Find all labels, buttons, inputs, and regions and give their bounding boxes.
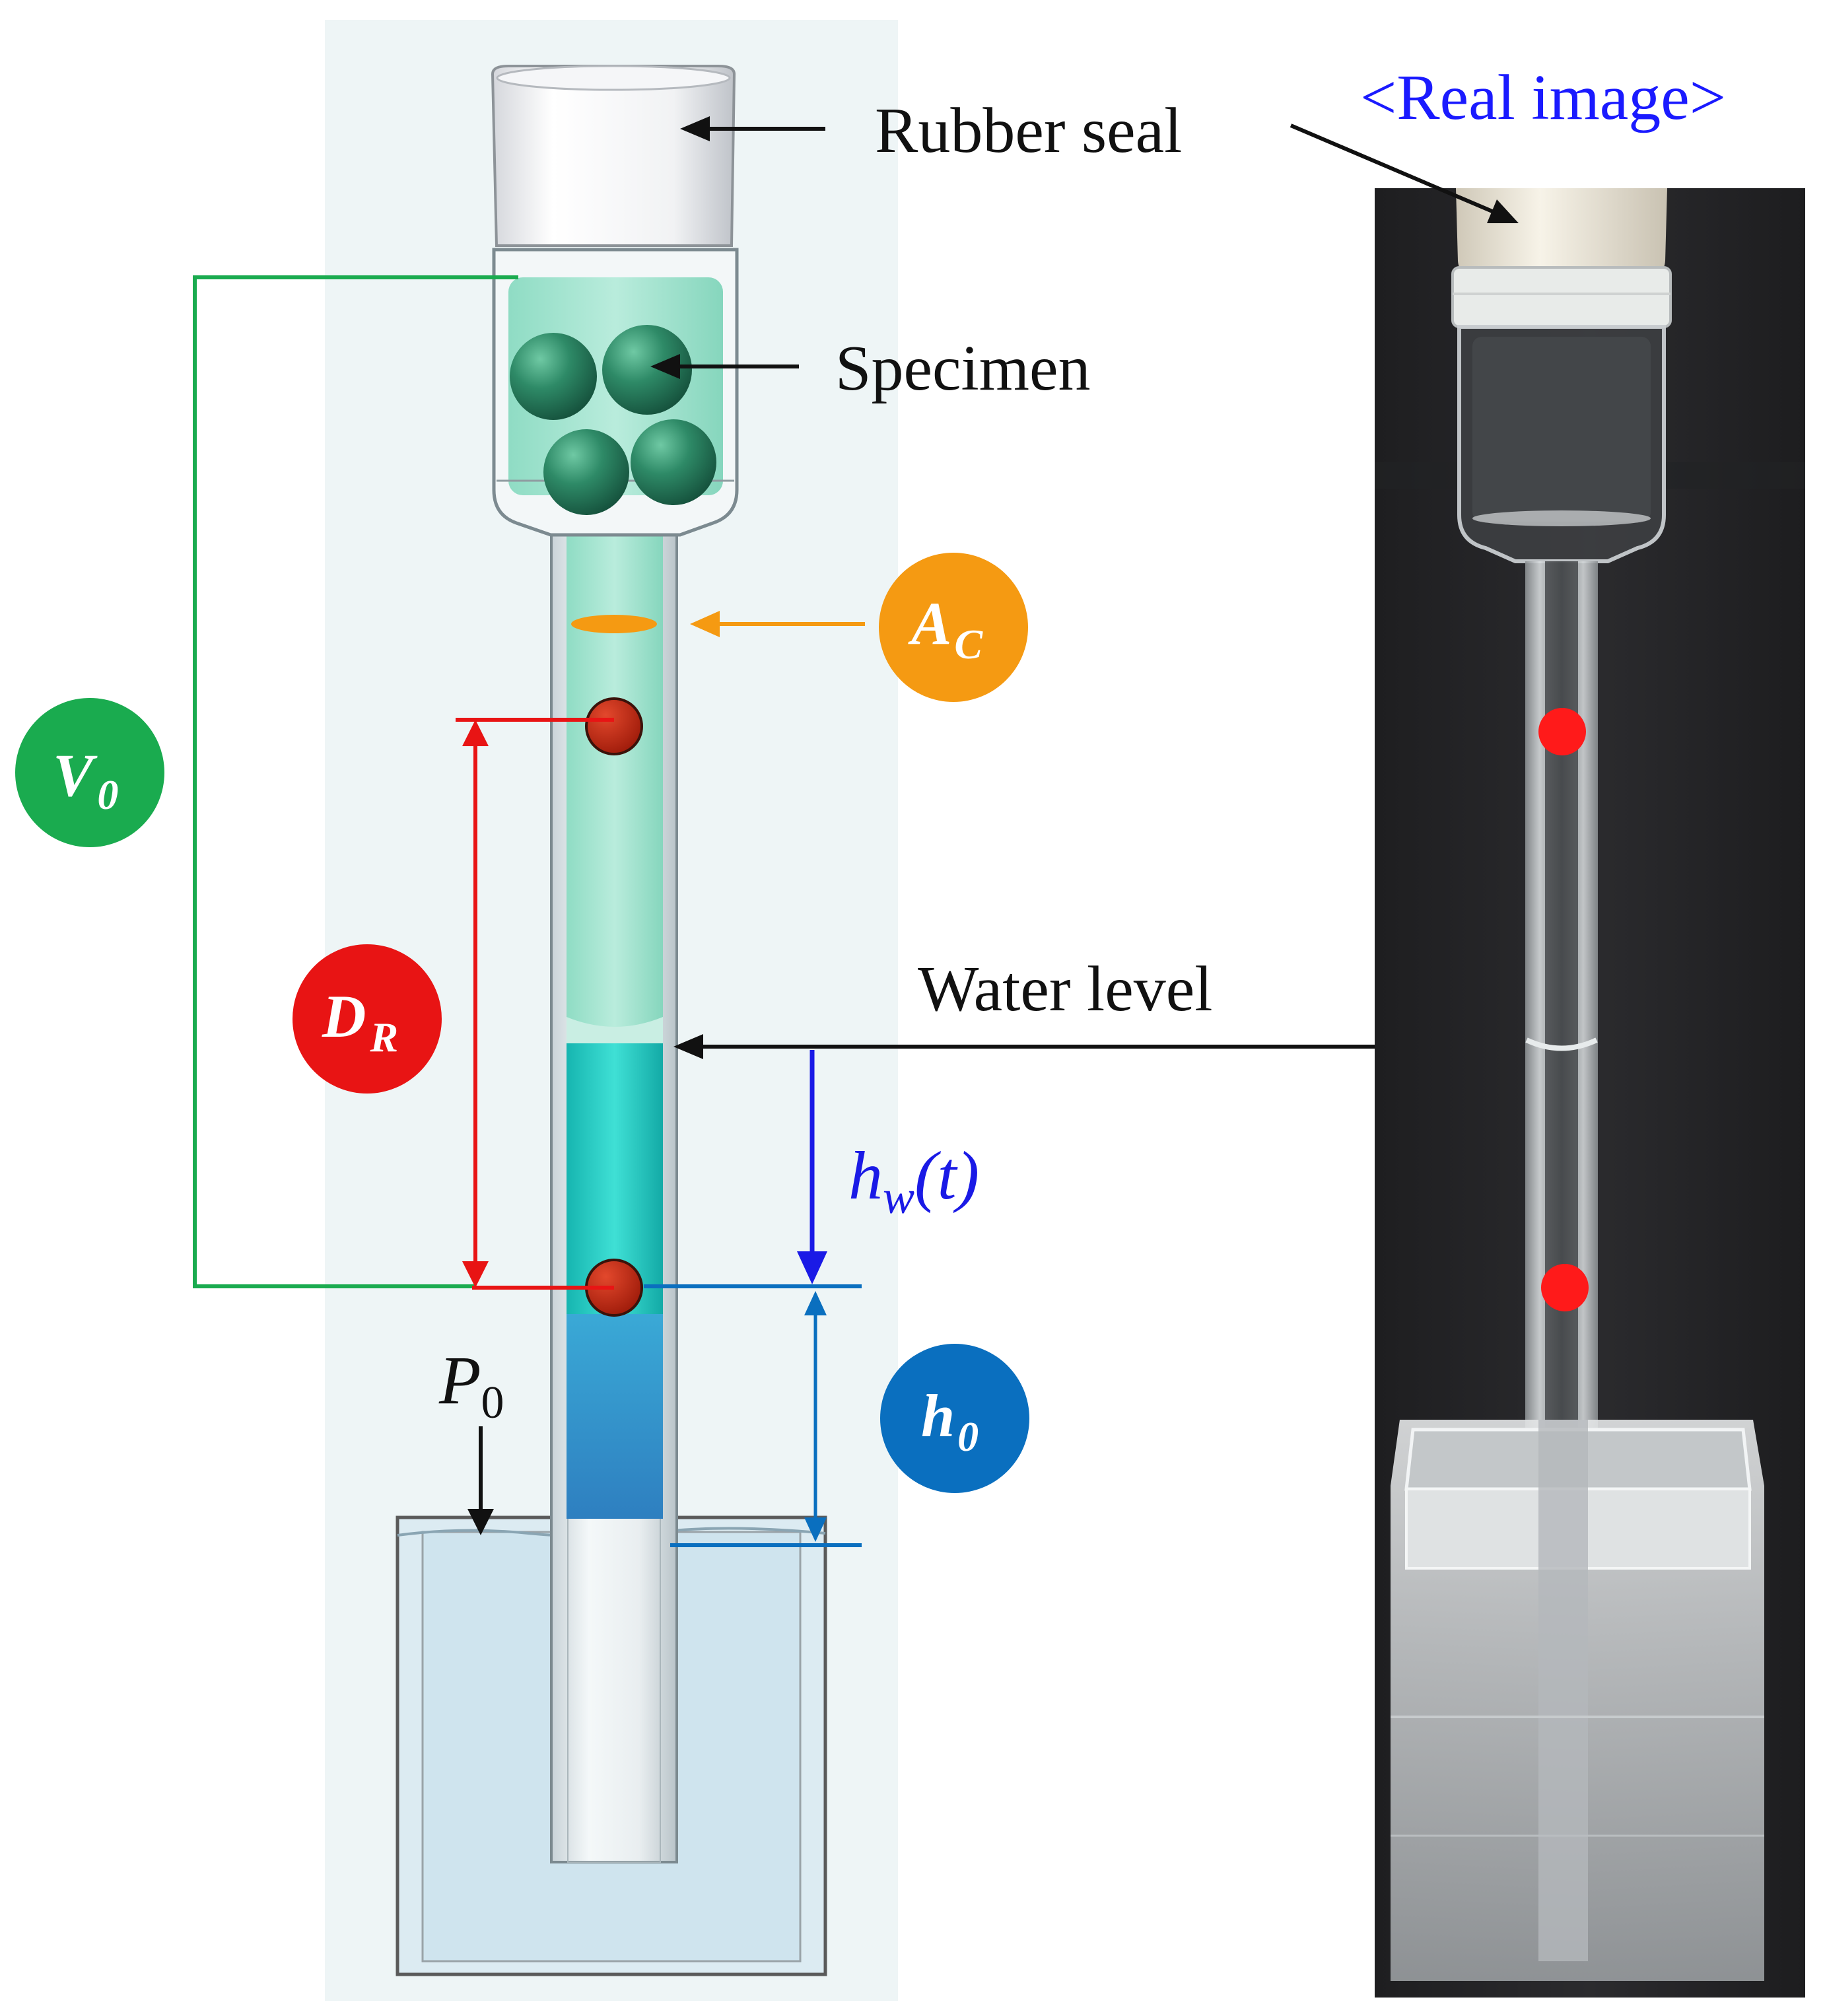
water-level-arrowhead-left <box>673 1034 703 1059</box>
rubber-seal <box>491 65 736 247</box>
h0-arrowhead-bottom <box>804 1517 827 1542</box>
red-dot-icon <box>1538 708 1586 755</box>
v0-bracket <box>193 275 518 1288</box>
ac-label: AC <box>908 590 983 668</box>
rubber-seal-arrowhead <box>680 116 710 141</box>
rubber-seal-label: Rubber seal <box>875 95 1182 166</box>
red-dot-icon <box>1541 1264 1589 1311</box>
ac-badge <box>879 553 1028 702</box>
specimen-label: Specimen <box>835 333 1090 404</box>
ac-arrowhead <box>690 611 720 637</box>
v0-badge <box>15 698 164 847</box>
h0-label: h0 <box>921 1382 979 1460</box>
green-sphere-icon <box>510 333 597 420</box>
meniscus-upper <box>567 1017 663 1043</box>
green-sphere-icon <box>543 429 629 515</box>
hw-arrowhead <box>797 1251 827 1284</box>
p0-label: P0 <box>438 1342 504 1428</box>
real-photo <box>1375 188 1805 1998</box>
rubber-seal-photo-arrow-line <box>1290 123 1494 213</box>
v0-label: V0 <box>53 742 118 818</box>
dr-bracket <box>456 718 614 1290</box>
dr-label: DR <box>322 983 398 1060</box>
h0-arrowhead-top <box>804 1291 827 1315</box>
cross-section-ellipse <box>571 615 657 633</box>
specimen-fluid-column <box>567 522 663 1043</box>
real-image-title: <Real image> <box>1360 62 1726 133</box>
green-sphere-icon <box>602 325 692 415</box>
dr-badge <box>293 944 442 1094</box>
green-sphere-icon <box>631 419 716 505</box>
specimen-spheres <box>510 325 716 515</box>
rubber-seal-photo-arrowhead <box>1487 199 1519 223</box>
specimen-arrowhead <box>650 354 680 379</box>
hw-label: hw(t) <box>848 1138 979 1224</box>
p0-arrowhead <box>467 1509 494 1535</box>
water-level-label: Water level <box>918 954 1212 1025</box>
water-column-lower <box>567 1314 663 1519</box>
h0-badge <box>880 1344 1029 1493</box>
red-dot-icon <box>585 697 643 755</box>
